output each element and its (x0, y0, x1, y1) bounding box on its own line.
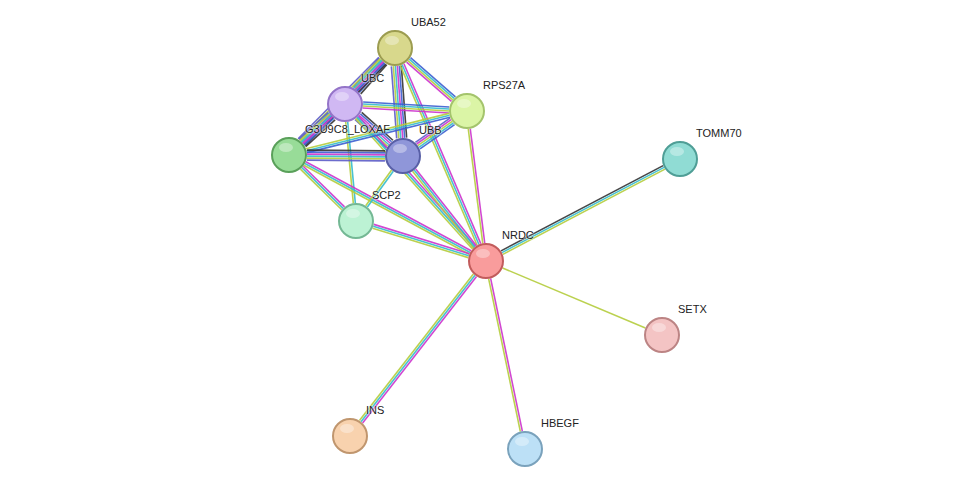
evidence-line (307, 157, 385, 159)
evidence-line (307, 153, 385, 155)
evidence-line (502, 167, 664, 252)
interaction-edge (359, 274, 476, 423)
protein-label: HBEGF (541, 417, 579, 429)
protein-label: SETX (678, 303, 707, 315)
protein-node: SETX (644, 317, 680, 353)
node-highlight (279, 143, 293, 152)
interaction-edge (468, 129, 484, 244)
evidence-line (356, 119, 473, 249)
protein-label: RPS27A (483, 79, 525, 91)
node-highlight (385, 36, 399, 45)
protein-node: TOMM70 (662, 141, 698, 177)
evidence-line (363, 108, 449, 113)
evidence-line (470, 129, 484, 243)
node-highlight (393, 144, 407, 153)
protein-label: G3U9C8_LOXAF (305, 123, 390, 135)
node-highlight (476, 249, 490, 258)
evidence-line (307, 149, 385, 151)
node-highlight (652, 323, 666, 332)
protein-node: UBA52 (377, 30, 413, 66)
evidence-line (414, 170, 475, 247)
node-highlight (335, 92, 349, 101)
evidence-line (501, 166, 663, 251)
evidence-line (491, 278, 523, 431)
interaction-edge (501, 166, 665, 255)
evidence-line (416, 169, 477, 246)
evidence-line (503, 268, 646, 328)
protein-label: INS (366, 404, 384, 416)
protein-node: INS (332, 418, 368, 454)
evidence-line (419, 123, 454, 147)
evidence-line (306, 162, 471, 251)
evidence-line (373, 226, 469, 255)
evidence-line (307, 159, 385, 161)
protein-node: HBEGF (507, 431, 543, 467)
evidence-line (363, 276, 477, 423)
evidence-line (489, 279, 521, 432)
node-highlight (670, 147, 684, 156)
evidence-line (359, 274, 473, 421)
interaction-edge (413, 169, 477, 248)
evidence-line (468, 129, 482, 243)
node-highlight (346, 209, 360, 218)
protein-node: UBC (327, 86, 363, 122)
protein-label: UBC (361, 72, 384, 84)
protein-label: SCP2 (372, 189, 401, 201)
protein-node: NRDC (468, 243, 504, 279)
evidence-line (415, 118, 450, 142)
interaction-edge (415, 118, 454, 149)
evidence-line (361, 275, 475, 422)
protein-label: UBB (419, 124, 442, 136)
evidence-line (307, 155, 385, 157)
evidence-line (413, 171, 474, 248)
evidence-line (304, 165, 469, 254)
evidence-line (374, 224, 470, 253)
interaction-edge (307, 150, 385, 161)
protein-label: TOMM70 (696, 127, 742, 139)
evidence-line (417, 120, 452, 144)
protein-label: NRDC (502, 229, 534, 241)
evidence-line (411, 58, 456, 97)
evidence-line (503, 169, 665, 254)
interaction-edge (373, 224, 470, 257)
node-highlight (515, 437, 529, 446)
evidence-line (305, 164, 470, 253)
node-highlight (457, 99, 471, 108)
evidence-line (373, 228, 469, 257)
evidence-line (418, 121, 453, 145)
interaction-edge (407, 58, 456, 102)
interaction-edge (363, 102, 449, 113)
protein-node: SCP2 (338, 203, 374, 239)
protein-node: G3U9C8_LOXAF (271, 137, 307, 173)
interaction-edge (489, 278, 523, 431)
interaction-edge (503, 268, 646, 328)
protein-label: UBA52 (411, 16, 446, 28)
interaction-edge (306, 113, 450, 152)
evidence-line (307, 151, 385, 153)
protein-node: UBB (385, 138, 421, 174)
node-highlight (340, 424, 354, 433)
protein-node: RPS27A (449, 93, 485, 129)
interaction-edge (366, 170, 394, 207)
